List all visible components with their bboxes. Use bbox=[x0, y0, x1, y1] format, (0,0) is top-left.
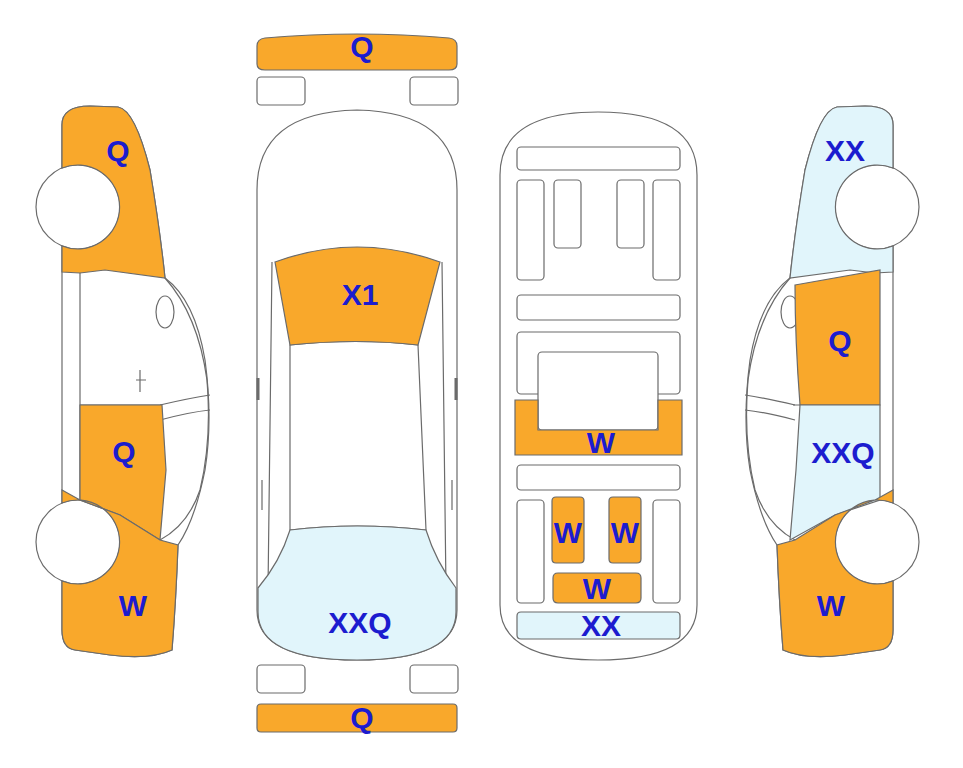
underbody-region: XX bbox=[516, 611, 681, 640]
top-view bbox=[257, 77, 458, 693]
right-front-door-region: Q bbox=[793, 268, 882, 407]
underbody-view bbox=[500, 112, 697, 660]
region-fill bbox=[795, 270, 880, 405]
region-fill bbox=[790, 106, 893, 278]
region-fill bbox=[257, 704, 457, 732]
hood-region: X1 bbox=[272, 238, 442, 348]
damage-code: XX bbox=[825, 136, 865, 166]
left-front-fender-region: Q bbox=[60, 104, 168, 280]
damage-code: W bbox=[817, 591, 845, 621]
region-fill bbox=[275, 247, 440, 345]
underbody-region: W bbox=[514, 399, 683, 456]
region-shape bbox=[258, 523, 457, 662]
damage-code: XXQ bbox=[811, 438, 874, 468]
damage-code: XX bbox=[581, 611, 621, 641]
damage-code: Q bbox=[112, 437, 135, 467]
underbody-region: W bbox=[608, 496, 642, 564]
left-rear-quarter-region: W bbox=[60, 488, 180, 658]
rear-glass-region: XXQ bbox=[258, 523, 457, 662]
damage-code: W bbox=[583, 574, 611, 604]
right-rear-quarter-region: W bbox=[775, 488, 895, 658]
side-view bbox=[36, 106, 210, 657]
damage-code: X1 bbox=[342, 280, 379, 310]
region-fill bbox=[62, 490, 178, 657]
damage-code: W bbox=[554, 518, 582, 548]
underbody-region: W bbox=[552, 572, 642, 604]
region-fill bbox=[552, 497, 584, 563]
region-shape bbox=[60, 488, 180, 658]
region-fill bbox=[553, 573, 641, 603]
damage-code: W bbox=[119, 591, 147, 621]
rear-bumper-region: Q bbox=[255, 702, 459, 734]
region-fill bbox=[777, 490, 893, 657]
damage-code: Q bbox=[106, 136, 129, 166]
right-front-fender-region: XX bbox=[787, 104, 895, 280]
damage-code: Q bbox=[350, 32, 373, 62]
damage-code: Q bbox=[828, 326, 851, 356]
region-fill bbox=[258, 526, 456, 660]
damage-code: W bbox=[587, 428, 615, 458]
damage-code: W bbox=[611, 518, 639, 548]
front-bumper-region: Q bbox=[255, 36, 459, 72]
region-shape bbox=[787, 104, 895, 280]
region-shape bbox=[60, 104, 168, 280]
underbody-region: W bbox=[551, 496, 585, 564]
damage-code: XXQ bbox=[328, 608, 391, 638]
damage-code: Q bbox=[350, 703, 373, 733]
region-fill bbox=[62, 106, 165, 278]
region-fill bbox=[609, 497, 641, 563]
region-shape bbox=[775, 488, 895, 658]
